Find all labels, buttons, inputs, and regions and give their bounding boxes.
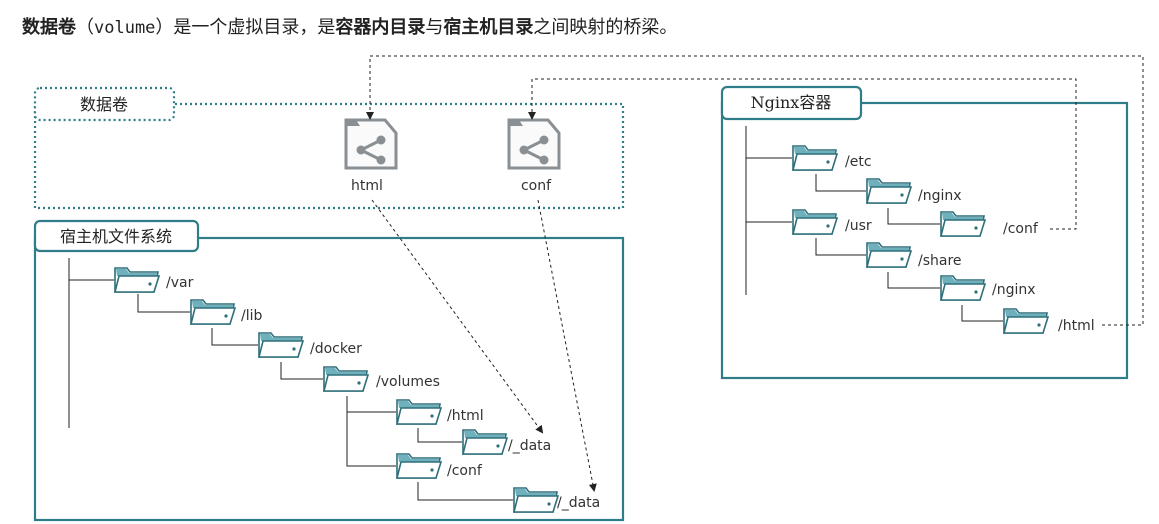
nginx-folder-share: /share: [866, 242, 962, 269]
nginx-box-title-frame: [720, 85, 863, 121]
folder-icon: [114, 267, 160, 293]
host-box-title: 宿主机文件系统: [60, 227, 172, 246]
folder-label: /volumes: [376, 374, 440, 390]
folder-label: /_data: [508, 438, 551, 454]
nginx-box: Nginx容器 /etc /nginx /conf /usr: [720, 85, 1129, 380]
host-folder-lib: /lib: [190, 299, 262, 325]
volume-box-border: [33, 102, 625, 210]
folder-label: /var: [166, 275, 194, 291]
nginx-folder-conf: /conf: [940, 211, 1039, 237]
host-folder-html: /html: [396, 399, 484, 425]
mapping-connectors: [366, 55, 1144, 492]
host-tree-lines: [68, 258, 513, 501]
folder-label: /nginx: [992, 282, 1036, 298]
folder-icon: [792, 209, 838, 235]
host-folder-var: /var: [114, 267, 194, 293]
headline-volume-en: volume: [94, 18, 156, 38]
folder-icon: [940, 275, 986, 301]
folder-icon: [396, 399, 442, 425]
host-box: 宿主机文件系统 /var /lib /docker /volume: [33, 219, 625, 522]
headline: 数据卷（volume）是一个虚拟目录，是容器内目录与宿主机目录之间映射的桥梁。: [22, 13, 677, 39]
nginx-folder-etc: /etc: [792, 145, 872, 171]
folder-icon: [258, 332, 304, 358]
folder-icon: [792, 145, 838, 171]
folder-label: /nginx: [918, 188, 962, 204]
volume-box: 数据卷 html conf: [33, 86, 625, 210]
share-icon: [344, 118, 398, 170]
host-box-border: [33, 236, 625, 522]
folder-label: /conf: [1003, 221, 1039, 237]
folder-label: /usr: [845, 218, 872, 234]
headline-paren-open: （: [76, 17, 94, 38]
folder-label: /html: [1058, 318, 1095, 334]
headline-mid: ）是一个虚拟目录，是: [155, 17, 336, 38]
folder-icon: [866, 178, 912, 204]
folder-label: /html: [447, 408, 484, 424]
volume-item-label: html: [351, 178, 383, 194]
host-folder-conf-data: /_data: [513, 487, 600, 513]
nginx-folder-html: /html: [1003, 308, 1095, 334]
folder-icon: [190, 299, 236, 325]
connector-volume-html-to-host: [371, 199, 544, 434]
connector-volume-conf-to-host: [537, 199, 597, 492]
volume-box-title-frame: [33, 86, 176, 122]
connector-nginx-conf-to-volume: [528, 78, 1077, 230]
headline-end: 之间映射的桥梁。: [533, 17, 678, 38]
folder-label: /lib: [241, 308, 262, 324]
folder-icon: [462, 429, 508, 455]
folder-label: /conf: [447, 463, 483, 479]
nginx-folder-nginx-2: /nginx: [940, 275, 1036, 301]
nginx-box-title: Nginx容器: [751, 93, 832, 112]
nginx-box-border: [720, 101, 1129, 380]
nginx-tree-lines: [745, 126, 1003, 322]
headline-host-dir: 宿主机目录: [443, 17, 534, 38]
host-box-title-frame: [33, 219, 200, 253]
folder-icon: [866, 242, 912, 268]
host-folder-docker: /docker: [258, 332, 362, 358]
headline-container-dir: 容器内目录: [335, 17, 426, 38]
folder-label: /_data: [557, 495, 600, 511]
folder-icon: [940, 211, 986, 237]
folder-label: /etc: [845, 154, 872, 170]
headline-and: 与: [425, 17, 444, 38]
nginx-folder-usr: /usr: [792, 209, 872, 235]
folder-icon: [513, 487, 559, 513]
host-folder-conf: /conf: [396, 453, 483, 479]
host-folder-html-data: /_data: [462, 429, 551, 455]
nginx-folder-nginx: /nginx: [866, 178, 962, 204]
folder-icon: [1003, 308, 1049, 334]
folder-icon: [323, 366, 369, 392]
folder-label: /share: [918, 253, 962, 269]
host-folder-volumes: /volumes: [323, 366, 440, 392]
volume-item-label: conf: [521, 178, 552, 194]
folder-label: /docker: [310, 341, 362, 357]
folder-icon: [396, 453, 442, 479]
share-icon: [507, 118, 561, 170]
volume-item-html: html: [344, 118, 398, 194]
volume-box-title: 数据卷: [80, 95, 128, 114]
headline-volume: 数据卷: [22, 17, 76, 38]
volume-item-conf: conf: [507, 118, 561, 194]
